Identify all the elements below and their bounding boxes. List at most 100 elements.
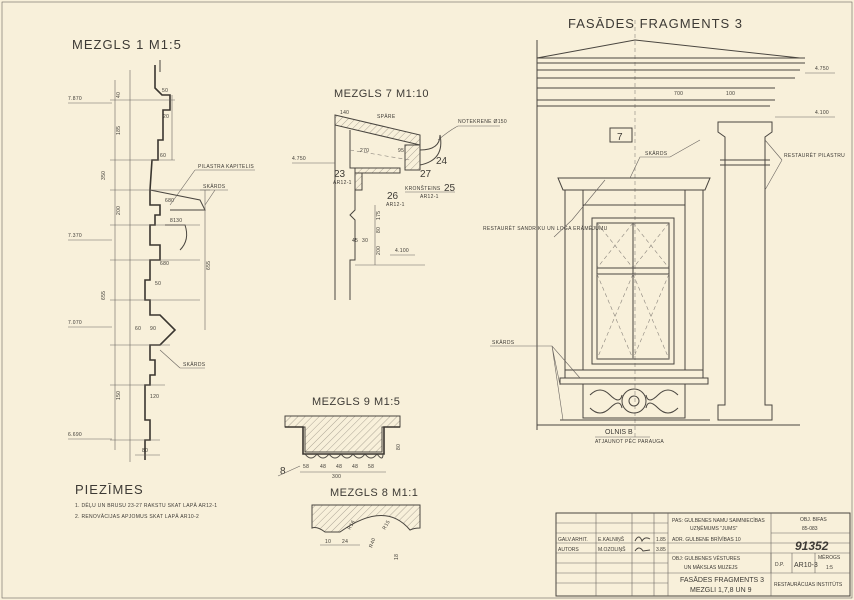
project-name: PAS: GULBENES NAMU SAIMNIECĪBAS [672,517,765,524]
person-name: M.OZOLIŅŠ [598,546,626,553]
label-detail-b: OLNIS B [605,429,633,436]
dim: 95 [398,148,404,154]
dim: 270 [360,148,369,154]
label-flashing: SKĀRDS [203,183,226,190]
title-block: PAS: GULBENES NAMU SAIMNIECĪBAS UZŅĒMUMS… [555,512,851,597]
node-9-detail: MEZGLS 9 M1:5 300 58 48 48 48 58 80 8 [277,396,402,480]
callout-25: 25 [444,183,456,194]
scale: 1:5 [826,565,833,571]
dim: 48 [320,464,326,470]
dim: 175 [376,211,382,220]
sheet-number: AR10-3 [794,562,818,569]
dim: 200 [376,246,382,255]
label-bracket: KRONŠTEINS [405,185,441,192]
node-1-title: MEZGLS 1 M1:5 [72,37,182,52]
sheet-title: FASĀDES FRAGMENTS 3 [680,576,764,584]
dim: 80 [142,448,148,454]
sheet-subtitle: MEZGLI 1,7,8 UN 9 [690,587,752,594]
dim: 50 [162,88,168,94]
level-mark: 7.370 [68,233,82,239]
label-restore-pilaster: RESTAURĒT PILASTRU [784,152,845,159]
dim: 90 [150,326,156,332]
project-name-2: UZŅĒMUMS "JUMS" [690,525,738,532]
node-9-title: MEZGLS 9 M1:5 [312,396,400,408]
facade-title: FASĀDES FRAGMENTS 3 [568,16,743,31]
ornament-panel [589,388,679,414]
role: AUTORS [558,547,579,553]
callout-ref: AR12-1 [420,194,439,200]
level-mark: 4.100 [815,110,829,116]
level-mark: 6.690 [68,432,82,438]
level-mark: 7.070 [68,320,82,326]
date: 1.85 [656,537,666,543]
label-restore-per-sample: ATJAUNOT PĒC PARAUGA [595,438,664,445]
dim: 120 [150,394,159,400]
dim: 50 [155,281,161,287]
node-7-detail: MEZGLS 7 M1:10 140 270 95 175 80 200 45 … [292,88,507,300]
level-markers: 7.870 7.370 7.070 6.690 [68,96,112,440]
dim: 680 [165,198,174,204]
dim: 60 [160,153,166,159]
note-item: 1. DĒĻU UN BRUSU 23-27 RAKSTU SKAT LAPĀ … [75,502,217,509]
dim: 185 [116,126,122,135]
signature [634,547,651,552]
label-rafter: SPĀRE [377,113,396,120]
node-8-detail: MEZGLS 8 M1:1 10 24 R16 R40 R15 18 [311,487,421,560]
object-number-label: OBJ. BIFAS [800,517,827,523]
dim: 655 [101,291,107,300]
node-8-title: MEZGLS 8 M1:1 [330,487,418,499]
label-flashing: SKĀRDS [492,339,515,346]
object-name: OBJ: GULBENES VĒSTURES [672,555,741,562]
person-name: E.KALNIŅŠ [598,536,625,543]
level-mark: 4.100 [395,248,409,254]
dim: 680 [160,261,169,267]
dim: R15 [382,519,392,531]
object-number: 85-083 [802,526,818,532]
design-stage: D.P. [775,562,784,568]
role: GALV.ARHIT. [558,537,588,543]
label-pilaster-capital: PILASTRA KAPITELIS [198,164,254,170]
dim: 655 [206,261,212,270]
dim: 20 [163,114,169,120]
notes: PIEZĪMES 1. DĒĻU UN BRUSU 23-27 RAKSTU S… [75,482,217,520]
callout-26: 26 [387,191,399,202]
dim: 40 [116,92,122,98]
notes-heading: PIEZĪMES [75,482,144,497]
callout-ref: AR12-1 [333,180,352,186]
facade-fragment: FASĀDES FRAGMENTS 3 [483,16,845,445]
dim: 58 [303,464,309,470]
dim: 200 [116,206,122,215]
scale-label: MĒROGS [818,554,841,561]
label-flashing: SKĀRDS [183,361,206,368]
dim: 48 [336,464,342,470]
dim: 48 [352,464,358,470]
dim: 10 [325,539,331,545]
note-item: 2. RENOVĀCIJAS APJOMUS SKAT LAPĀ AR10-2 [75,513,199,520]
label-gutter: NOTEKRENE Ø150 [458,119,507,125]
dim: 150 [116,391,122,400]
label-restore-pediment: RESTAURĒT SANDRIKU UN LOGA ERĀMĒJUMU [483,225,608,232]
dim: 8130 [170,218,182,224]
dim: R40 [368,537,377,549]
dim: R16 [347,519,357,531]
signature [634,536,651,543]
dim: 140 [340,110,349,116]
callout-8: 8 [280,466,286,477]
dim: 300 [332,474,341,480]
level-mark: 7.870 [68,96,82,102]
date: 3.85 [656,547,666,553]
archive-number: 91352 [795,539,829,553]
dim: 700 [674,91,683,97]
dim: 350 [101,171,107,180]
dim: 58 [368,464,374,470]
callout-23: 23 [334,169,346,180]
dim: 80 [376,227,382,233]
dim: 18 [394,554,400,560]
address: ADR. GULBENE BRĪVĪBAS 10 [672,536,741,543]
level-mark: 4.750 [815,66,829,72]
callout-7: 7 [617,132,623,143]
callout-24: 24 [436,156,448,167]
object-name-2: UN MĀKSLAS MUZEJS [684,564,738,571]
dim: 30 [362,238,368,244]
